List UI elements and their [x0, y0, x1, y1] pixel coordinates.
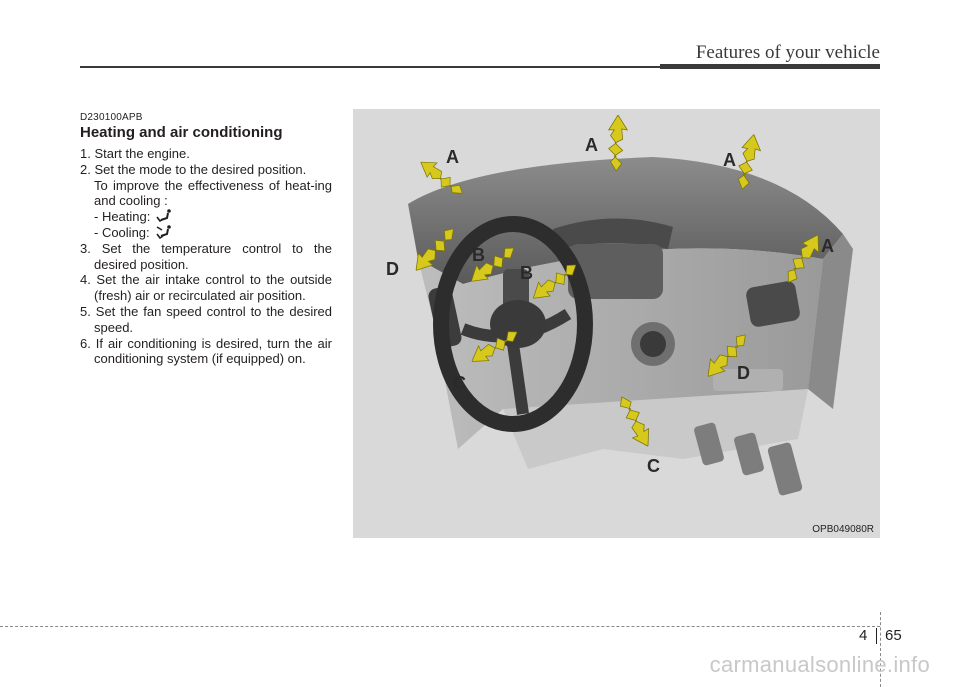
label-d-right: D	[737, 363, 750, 383]
figure-code: OPB049080R	[812, 524, 874, 535]
label-d-left: D	[386, 259, 399, 279]
label-c-bottom: C	[647, 456, 660, 476]
step-2-note: To improve the effectiveness of heat-ing…	[94, 177, 332, 209]
label-c-left: C	[453, 373, 466, 393]
heating-line: - Heating:	[80, 209, 332, 225]
instruction-steps: 1. Start the engine. 2. Set the mode to …	[80, 146, 332, 367]
page-number: 65	[885, 627, 902, 644]
footer-separator	[876, 628, 877, 644]
heating-label: - Heating:	[94, 209, 151, 225]
step-1: 1. Start the engine.	[80, 146, 190, 161]
cooling-line: - Cooling:	[80, 225, 332, 241]
label-a-left: A	[446, 147, 459, 167]
label-b-right: B	[520, 263, 533, 283]
watermark: carmanualsonline.info	[709, 652, 930, 677]
dashboard-illustration: A A A A B B C C D D	[386, 115, 853, 496]
header-rule	[80, 66, 880, 68]
step-6: 6. If air conditioning is desired, turn …	[80, 335, 332, 367]
step-2: 2. Set the mode to the desired position.	[80, 161, 307, 177]
section-code: D230100APB	[80, 112, 143, 123]
page-header-title: Features of your vehicle	[695, 42, 880, 63]
step-5: 5. Set the fan speed control to the desi…	[80, 303, 332, 335]
header-rule-accent	[660, 64, 880, 69]
label-a-right: A	[723, 150, 736, 170]
footer-rule	[0, 626, 880, 627]
label-a-top: A	[585, 135, 598, 155]
airflow-floor-icon	[156, 209, 172, 223]
step-4: 4. Set the air intake control to the out…	[80, 272, 332, 304]
step-3: 3. Set the temperature control to the de…	[80, 240, 332, 272]
dashboard-airflow-figure: A A A A B B C C D D OPB049080R	[353, 109, 880, 538]
label-a-far-right: A	[821, 236, 834, 256]
airflow-face-floor-icon	[156, 225, 171, 239]
footer-margin-line	[880, 612, 881, 687]
section-heading: Heating and air conditioning	[80, 124, 283, 141]
chapter-number: 4	[859, 627, 868, 644]
label-b-left: B	[472, 245, 485, 265]
cooling-label: - Cooling:	[94, 224, 150, 240]
